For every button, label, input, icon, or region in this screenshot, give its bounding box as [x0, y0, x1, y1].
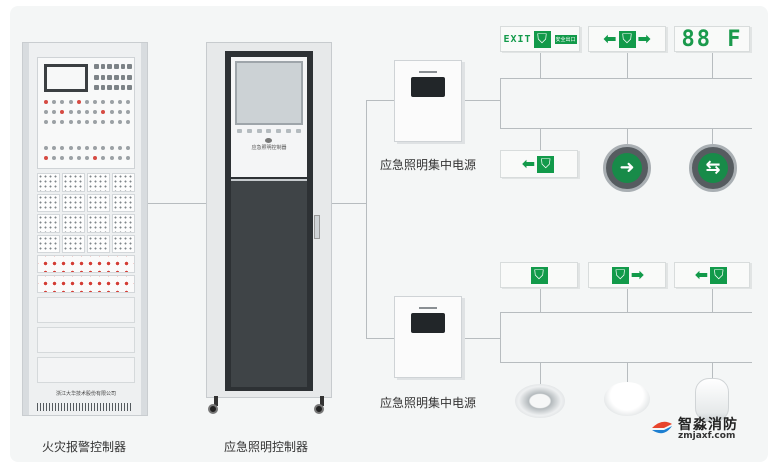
drop-ceiling	[627, 362, 628, 382]
arrow-right-icon: ➡	[630, 265, 645, 284]
wire-alarm-to-controller	[148, 203, 206, 204]
drop-bulkhead	[712, 362, 713, 378]
door-handle	[314, 215, 320, 239]
double-arrow-icon: ⇆	[698, 153, 728, 183]
exit-text: EXIT	[503, 33, 532, 45]
left-arrow-exit-sign-lower: ⬅ ⛉	[674, 262, 750, 288]
drop-exit-left	[712, 288, 713, 312]
cabinet-label: 应急照明控制器	[251, 145, 287, 151]
cabinet-side-left	[23, 43, 29, 415]
cabinet-foot	[214, 396, 218, 406]
caption-power-supply-upper: 应急照明集中电源	[380, 158, 477, 172]
running-man-icon: ⛉	[710, 266, 728, 284]
indicator-row	[44, 146, 130, 152]
fire-alarm-controller-cabinet: 浙江大华技术股份有限公司	[22, 42, 148, 416]
arrow-left-icon: ⬅	[603, 29, 617, 48]
caption-emergency-lighting-controller: 应急照明控制器	[224, 440, 309, 454]
arrow-right-icon: ➡	[637, 29, 651, 48]
double-arrow-exit-sign: ⬅ ⛉ ➡	[588, 26, 666, 52]
exit-sign: EXIT ⛉ 安全出口	[500, 26, 580, 52]
wire-upper-row1	[500, 78, 752, 79]
wire-main-bus	[366, 100, 367, 338]
caption-fire-alarm-controller: 火灾报警控制器	[42, 440, 127, 454]
indicator-row	[44, 156, 130, 162]
touch-screen	[235, 61, 303, 125]
running-man-icon: ⛉	[530, 266, 548, 284]
power-supply-box-upper	[394, 60, 462, 142]
power-supply-box-lower	[394, 296, 462, 378]
drop-exit-sign	[540, 52, 541, 78]
emergency-downlight	[515, 384, 565, 418]
emergency-bulkhead-lamp	[695, 378, 729, 422]
wire-lower-branch	[500, 312, 501, 362]
blank-panel	[37, 327, 135, 353]
drop-left-arrow-sign	[540, 128, 541, 150]
round-floor-marker-bidirectional: ⇆	[689, 144, 737, 192]
exit-pictogram-sign: ⛉	[500, 262, 578, 288]
wire-psu-lower-out	[462, 338, 500, 339]
running-man-icon: ⛉	[618, 30, 636, 48]
caption-power-supply-lower: 应急照明集中电源	[380, 396, 477, 410]
wire-controller-to-bus	[332, 203, 366, 204]
brand-logo-icon	[265, 138, 272, 143]
psu-brand-strip	[419, 71, 437, 73]
panel-modules	[37, 173, 135, 253]
indicator-row	[44, 100, 130, 106]
wire-bus-to-psu-upper	[366, 100, 394, 101]
psu-brand-strip	[419, 307, 437, 309]
running-man-icon: ⛉	[533, 30, 551, 48]
control-panel	[37, 57, 135, 169]
watermark: 智淼消防 zmjaxf.com	[650, 414, 768, 444]
drop-round-double	[712, 128, 713, 144]
wire-lower-row1	[500, 312, 752, 313]
cabinet-foot	[320, 396, 324, 406]
caster-wheel	[314, 404, 324, 414]
cabinet-vent	[37, 403, 133, 411]
floor-indicator-sign: 88 F	[674, 26, 750, 52]
exit-cn-text: 安全出口	[554, 34, 577, 44]
running-man-icon: ⛉	[537, 155, 555, 173]
floor-number: 88 F	[681, 26, 743, 52]
brand-logo-icon	[652, 421, 672, 434]
wire-upper-branch	[500, 78, 501, 128]
watermark-url: zmjaxf.com	[678, 431, 736, 441]
drop-exit-pict	[540, 288, 541, 312]
blank-panel	[37, 297, 135, 323]
red-button-row	[37, 255, 135, 273]
button-row	[237, 129, 301, 134]
indicator-row	[44, 120, 130, 126]
wire-upper-row2	[500, 128, 752, 129]
cabinet-nameplate: 浙江大华技术股份有限公司	[55, 391, 116, 397]
wire-bus-to-psu-lower	[366, 338, 394, 339]
left-arrow-exit-sign: ⬅ ⛉	[500, 150, 578, 178]
right-arrow-exit-sign: ⛉ ➡	[588, 262, 666, 288]
indicator-row	[44, 110, 130, 116]
red-button-row	[37, 275, 135, 293]
arrow-left-icon: ⬅	[694, 265, 709, 284]
drop-round-right	[627, 128, 628, 144]
psu-display	[411, 77, 445, 97]
watermark-brand: 智淼消防	[678, 417, 738, 433]
wire-psu-upper-out	[462, 100, 500, 101]
keypad	[94, 64, 132, 94]
drop-floor-sign	[712, 52, 713, 78]
running-man-icon: ⛉	[611, 266, 629, 284]
psu-display	[411, 313, 445, 333]
emergency-ceiling-lamp	[604, 382, 650, 416]
cabinet-side-right	[141, 43, 147, 415]
wire-lower-row2	[500, 362, 752, 363]
drop-exit-right	[627, 288, 628, 312]
drop-downlight	[540, 362, 541, 384]
emergency-lighting-controller-cabinet: 应急照明控制器	[206, 42, 332, 398]
arrow-left-icon: ⬅	[521, 154, 536, 173]
arrow-right-icon: ➜	[612, 153, 642, 183]
caster-wheel	[208, 404, 218, 414]
cabinet-door	[231, 179, 307, 387]
round-floor-marker-right: ➜	[603, 144, 651, 192]
blank-panel	[37, 357, 135, 383]
lcd-screen	[44, 64, 88, 92]
drop-double-arrow-sign	[627, 52, 628, 78]
